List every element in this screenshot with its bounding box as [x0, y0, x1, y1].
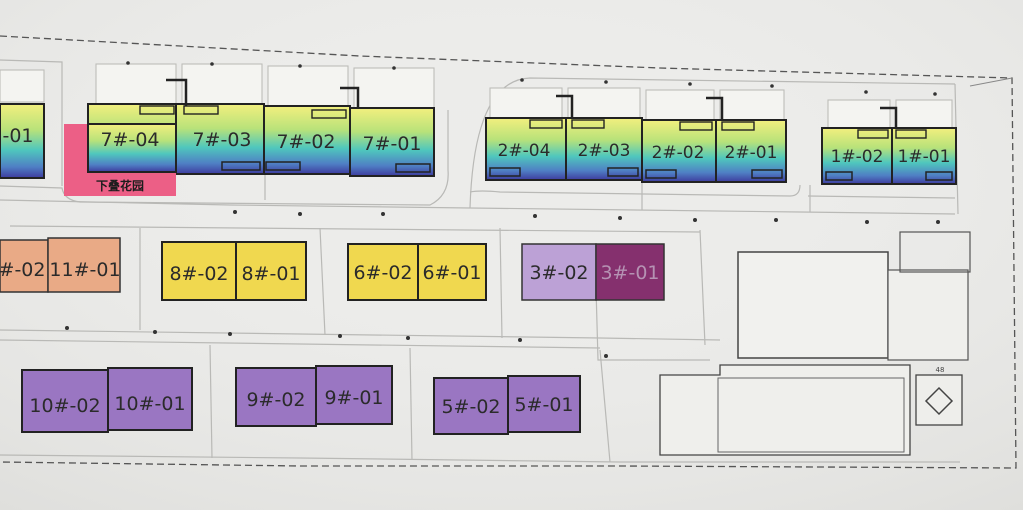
unit-label-1-01: 1#-01 [898, 147, 951, 167]
unit-label-3-02: 3#-02 [529, 262, 588, 284]
unit-label-6-01: 6#-01 [422, 262, 481, 284]
amenity-number: 48 [936, 366, 945, 374]
unit-labels: -01 7#-04 7#-03 7#-02 7#-01 2#-04 2#-03 … [0, 125, 950, 418]
unit-label-7-01: 7#-01 [362, 133, 421, 155]
unit-label-2-03: 2#-03 [578, 141, 631, 161]
unit-label-left-01: -01 [2, 125, 33, 147]
boundary-corner [969, 77, 1013, 87]
south-row [21, 365, 581, 435]
unit-label-8-01: 8#-01 [241, 263, 300, 285]
unit-label-10-01: 10#-01 [114, 393, 185, 415]
garden-label: 下叠花园 [96, 178, 144, 193]
unit-label-7-02: 7#-02 [276, 131, 335, 153]
yard-lots [0, 63, 953, 129]
unit-label-9-01: 9#-01 [324, 387, 383, 409]
unit-label-2-01: 2#-01 [725, 143, 778, 163]
clubhouse: 48 [659, 231, 971, 456]
unit-label-9-02: 9#-02 [246, 389, 305, 411]
unit-label-3-01: 3#-01 [600, 262, 659, 284]
unit-label-6-02: 6#-02 [353, 262, 412, 284]
unit-label-10-02: 10#-02 [29, 395, 100, 417]
unit-left-01 [0, 103, 45, 179]
unit-label-5-02: 5#-02 [441, 396, 500, 418]
middle-row [0, 237, 665, 301]
unit-label-7-04: 7#-04 [100, 129, 159, 151]
unit-label-11-02: #-02 [0, 259, 45, 281]
unit-label-2-02: 2#-02 [652, 143, 705, 163]
unit-label-8-02: 8#-02 [169, 263, 228, 285]
entry-markers [65, 61, 940, 358]
amenity-block [915, 374, 963, 426]
site-boundary [0, 35, 1017, 469]
unit-label-11-01: 11#-01 [49, 259, 120, 281]
unit-label-2-04: 2#-04 [498, 141, 551, 161]
diamond-icon [924, 386, 954, 416]
unit-label-7-03: 7#-03 [192, 129, 251, 151]
unit-label-5-01: 5#-01 [514, 394, 573, 416]
unit-label-1-02: 1#-02 [831, 147, 884, 167]
unit-7-03 [175, 103, 265, 175]
